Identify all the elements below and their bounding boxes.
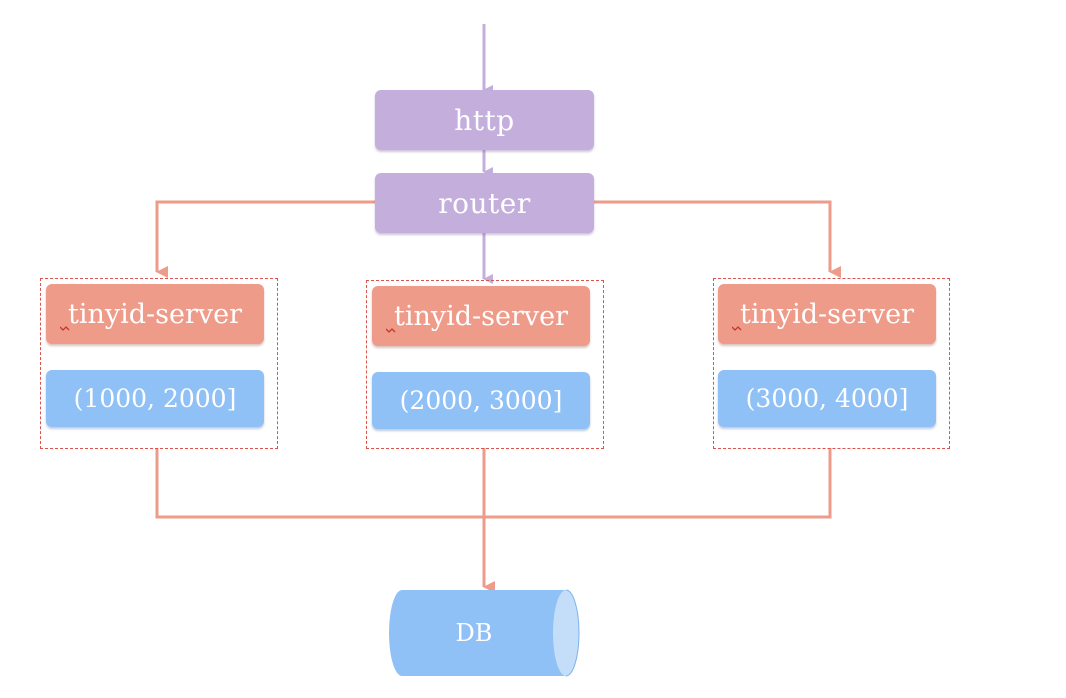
id-range-node-3: (3000, 4000] — [718, 370, 936, 427]
server-group-3 — [713, 278, 950, 449]
line-right-server-to-db — [484, 448, 832, 519]
id-range-node-1: (1000, 2000] — [46, 370, 264, 427]
db-cylinder — [389, 589, 580, 677]
tinyid-server-node-3: tinyid-server — [718, 284, 936, 344]
db-label: DB — [455, 619, 493, 647]
arrow-router-to-right-server — [594, 200, 841, 278]
http-node: http — [375, 90, 594, 150]
id-range-node-2: (2000, 3000] — [372, 372, 590, 429]
spellcheck-mark-icon — [60, 326, 70, 331]
router-node: router — [375, 173, 594, 233]
arrow-router-to-left-server — [155, 200, 375, 278]
tinyid-server-node-2: tinyid-server — [372, 286, 590, 346]
spellcheck-mark-icon — [386, 328, 396, 333]
server-group-2 — [366, 280, 604, 449]
tinyid-server-node-1: tinyid-server — [46, 284, 264, 344]
server-group-1 — [40, 278, 278, 449]
spellcheck-mark-icon — [732, 326, 742, 331]
line-left-server-to-db — [155, 448, 484, 519]
